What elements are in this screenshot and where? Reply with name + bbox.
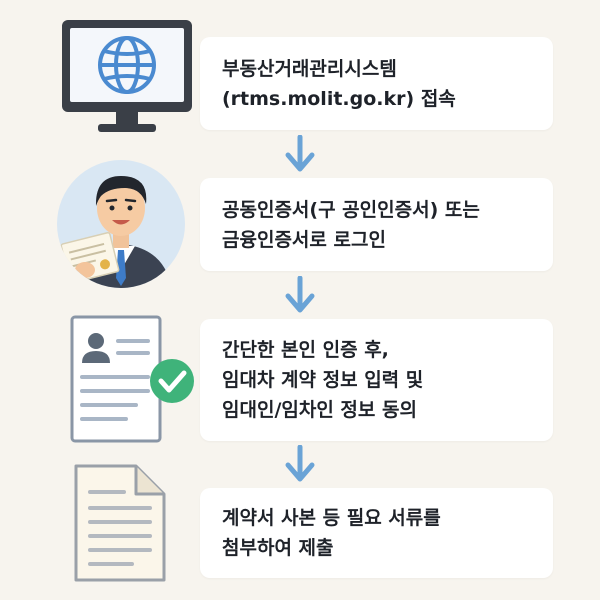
- down-arrow-icon: [282, 275, 318, 316]
- down-arrow-icon: [282, 444, 318, 485]
- step-2-line-2: 금융인증서로 로그인: [222, 228, 386, 251]
- paper-document-icon: [70, 462, 170, 584]
- step-1-line-1: 부동산거래관리시스템: [222, 57, 397, 80]
- step-4-card: 계약서 사본 등 필요 서류를 첨부하여 제출: [200, 488, 553, 578]
- down-arrow-icon: [282, 134, 318, 175]
- step-3-card: 간단한 본인 인증 후, 임대차 계약 정보 입력 및 임대인/임차인 정보 동…: [200, 319, 553, 441]
- step-4-line-1: 계약서 사본 등 필요 서류를: [222, 507, 441, 529]
- step-2-card: 공동인증서(구 공인인증서) 또는 금융인증서로 로그인: [200, 178, 553, 271]
- person-certificate-icon: [55, 158, 188, 291]
- step-1-card: 부동산거래관리시스템 (rtms.molit.go.kr) 접속: [200, 37, 553, 130]
- step-3-line-3: 임대인/임차인 정보 동의: [222, 399, 417, 421]
- step-3-line-1: 간단한 본인 인증 후,: [222, 339, 389, 361]
- monitor-globe-icon: [58, 14, 196, 142]
- step-3-line-2: 임대차 계약 정보 입력 및: [222, 369, 424, 391]
- document-check-icon: [68, 313, 198, 448]
- step-4-line-2: 첨부하여 제출: [222, 537, 334, 559]
- step-2-line-1: 공동인증서(구 공인인증서) 또는: [222, 198, 480, 221]
- step-1-line-2: (rtms.molit.go.kr) 접속: [222, 87, 456, 110]
